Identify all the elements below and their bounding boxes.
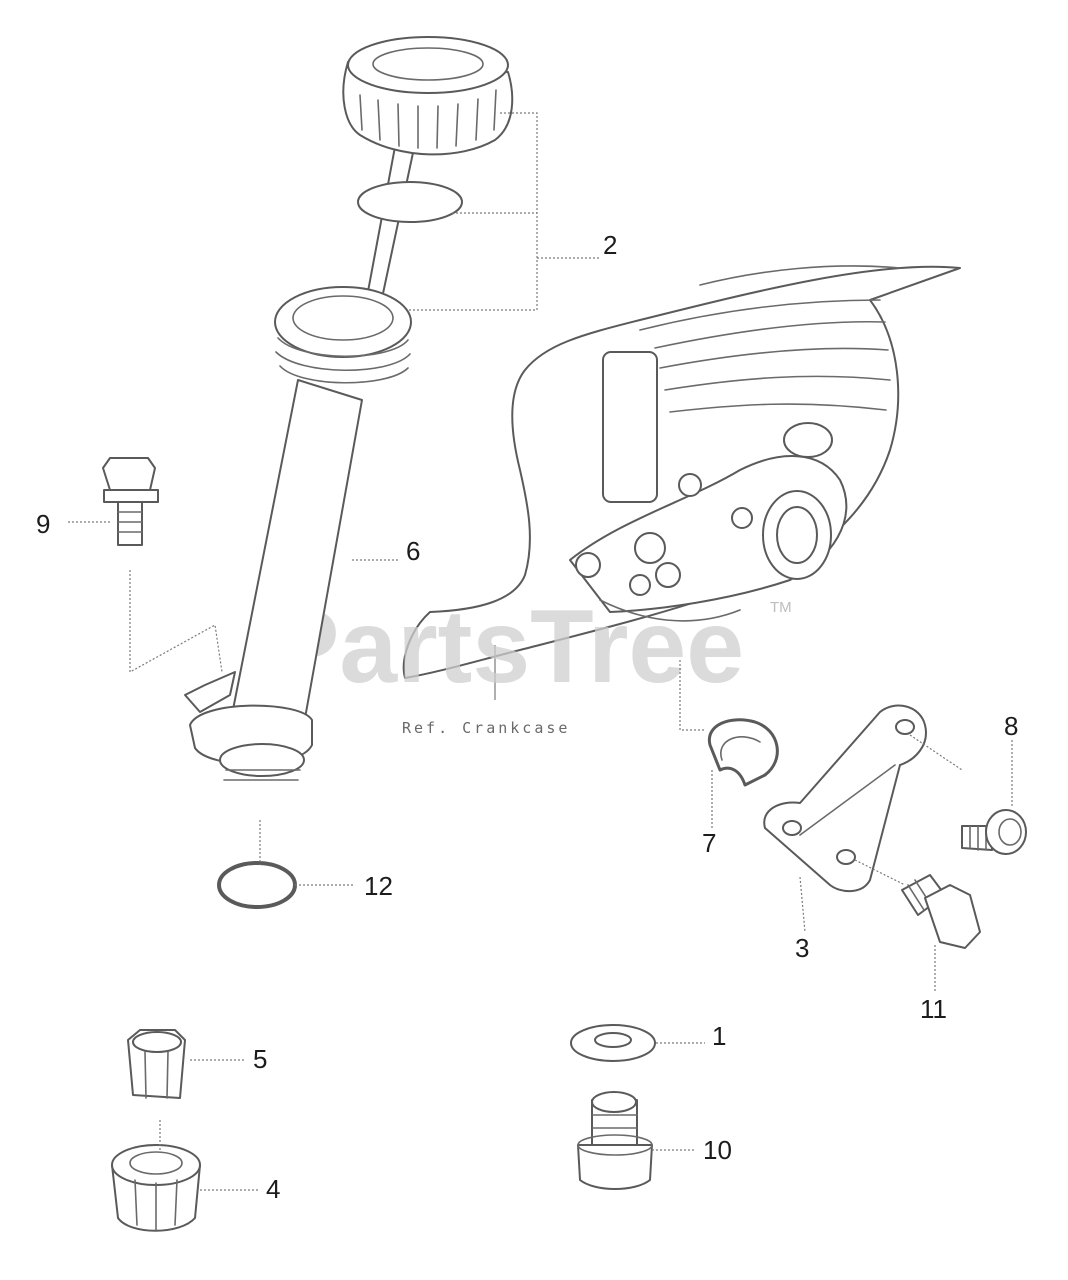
part-bolt-9 <box>102 457 159 546</box>
part-dipstick-oring <box>357 181 463 223</box>
leader-9 <box>68 521 223 674</box>
part-bolt-11 <box>901 874 981 949</box>
leader-8 <box>909 734 1013 808</box>
leader-4 <box>159 1120 258 1191</box>
callout-1: 1 <box>712 1021 726 1051</box>
reference-label: Ref. Crankcase <box>402 719 570 737</box>
callout-7: 7 <box>702 828 716 858</box>
part-washer-1 <box>570 1024 656 1062</box>
callout-10: 10 <box>703 1135 732 1165</box>
callout-8: 8 <box>1004 711 1018 741</box>
callout-6: 6 <box>406 536 420 566</box>
part-plate-3 <box>763 704 927 893</box>
callout-9: 9 <box>36 509 50 539</box>
callout-11: 11 <box>920 994 947 1024</box>
part-coupler-5 <box>127 1029 186 1099</box>
part-nut-4 <box>111 1144 201 1232</box>
callout-3: 3 <box>795 933 809 963</box>
leader-7 <box>679 660 713 828</box>
leader-2 <box>392 112 600 311</box>
callout-4: 4 <box>266 1174 280 1204</box>
part-bolt-8 <box>961 809 1027 855</box>
leader-11 <box>854 859 936 992</box>
part-dipstick-cap <box>342 36 514 346</box>
callout-12: 12 <box>364 871 393 901</box>
part-plug-10 <box>577 1091 653 1190</box>
callout-5: 5 <box>253 1044 267 1074</box>
crankcase-reference <box>402 265 961 679</box>
leader-12 <box>259 820 355 886</box>
part-oring-12 <box>217 861 297 909</box>
part-gasket-7 <box>707 718 779 787</box>
watermark-trademark: TM <box>770 599 792 616</box>
watermark-text: PartsTree <box>270 589 744 705</box>
callout-2: 2 <box>603 230 617 260</box>
leader-3 <box>799 876 806 933</box>
part-filler-tube <box>184 286 412 781</box>
